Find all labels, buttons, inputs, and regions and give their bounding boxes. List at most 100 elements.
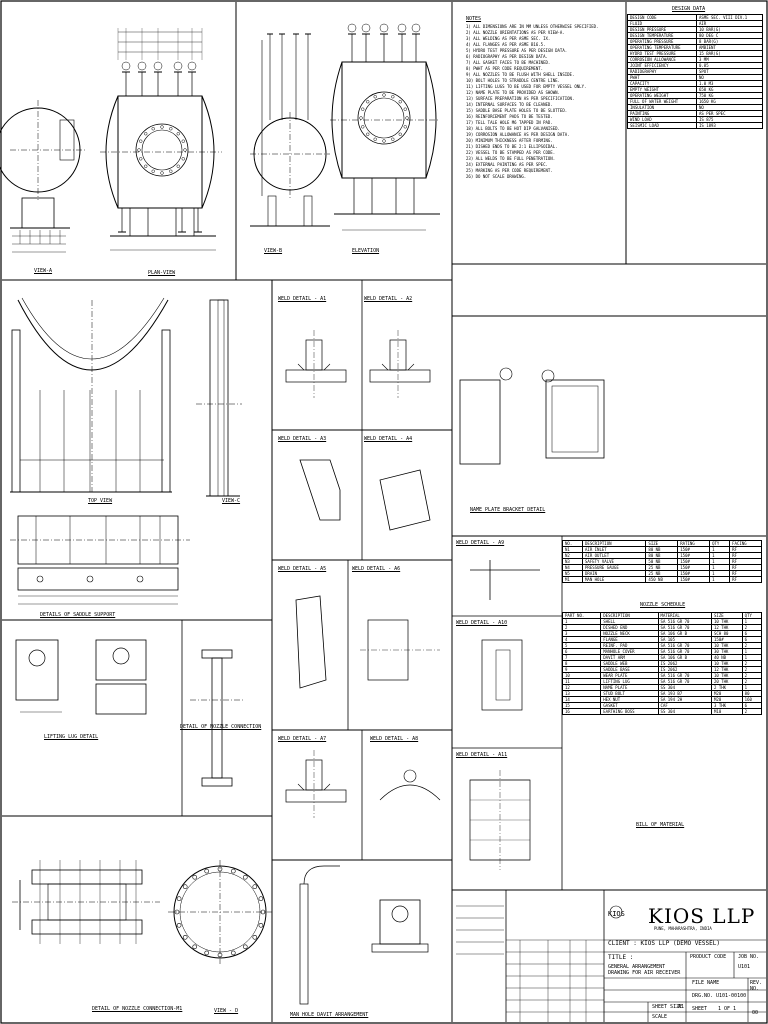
nozzle-schedule-title: NOZZLE SCHEDULE: [640, 602, 686, 608]
bolt-hole: [182, 934, 188, 940]
saddle-curve-inner: [21, 297, 165, 360]
anchor-hole: [86, 575, 94, 583]
nozzle-tag: [411, 23, 421, 33]
table-cell: 450 NB: [645, 576, 679, 583]
note-item: 15) SADDLE BASE PLATE HOLES TO BE SLOTTE…: [466, 108, 568, 113]
weld-reinforcement: [481, 639, 523, 711]
company-logo: KIOS LLP: [648, 904, 756, 928]
rev-label: REV. NO.: [750, 980, 763, 992]
caption-plan-top: PLAN-VIEW: [148, 270, 176, 276]
bolt-hole: [160, 125, 164, 129]
caption-weld-a2: WELD DETAIL - A2: [364, 296, 413, 302]
note-item: 13) SURFACE PREPARATION AS PER SPECIFICA…: [466, 96, 575, 101]
lug-hole: [28, 649, 46, 667]
drg-no: U101-00100: [716, 993, 747, 999]
caption-nozzle-conn: DETAIL OF NOZZLE CONNECTION: [180, 724, 262, 730]
dished-end-left: [105, 95, 119, 209]
table-cell: M10: [711, 708, 743, 715]
bolt-hole: [139, 157, 143, 161]
job-no: U101: [738, 964, 751, 970]
rev-number: 00: [752, 1010, 759, 1016]
saddle-curve-outer: [17, 299, 169, 371]
bolt-hole: [405, 116, 409, 120]
nozzle-tag: [361, 23, 371, 33]
weld-nozzle: [305, 759, 323, 791]
bolt-hole: [398, 100, 402, 104]
bolt-hole: [258, 896, 264, 902]
davit-pipe: [299, 883, 309, 1005]
bolt-hole: [176, 896, 182, 902]
callout-bubble: [541, 369, 555, 383]
saddle-left: [267, 195, 277, 227]
bolt-hole: [181, 157, 185, 161]
davit-base: [371, 943, 429, 953]
caption-view-a: VIEW-A: [34, 268, 53, 274]
bolt-hole: [382, 93, 386, 97]
manhole-flange-top: [31, 869, 143, 885]
bolt-hole: [230, 950, 236, 956]
caption-elevation: ELEVATION: [352, 248, 380, 254]
caption-view-b: VIEW-B: [264, 248, 283, 254]
lug-section: [95, 683, 147, 715]
weld-tag: [403, 769, 417, 783]
lifting-lug: [15, 639, 59, 701]
table-cell: IS 1893: [695, 122, 764, 129]
bolt-hole: [181, 139, 185, 143]
nozzle-tag: [397, 23, 407, 33]
name-plate-front: [545, 379, 605, 459]
bolt-hole: [403, 107, 407, 111]
bom-title: BILL OF MATERIAL: [636, 822, 685, 828]
bolt-hole: [252, 884, 258, 890]
caption-view-d: VIEW - D: [214, 1008, 239, 1014]
bolt-hole: [183, 148, 187, 152]
drawing-title: GENERAL ARRANGEMENT DRAWING FOR AIR RECE…: [608, 964, 681, 976]
note-item: 1) ALL DIMENSIONS ARE IN MM UNLESS OTHER…: [466, 24, 599, 29]
caption-weld-a3: WELD DETAIL - A3: [278, 436, 327, 442]
note-item: 10) BOLT HOLES TO STRADDLE CENTRE LINE.: [466, 78, 560, 83]
bolt-hole: [258, 922, 264, 928]
note-item: 23) ALL WELDS TO BE FULL PENETRATION.: [466, 156, 556, 161]
bolt-hole: [204, 868, 210, 874]
caption-manhole-davit: MAN HOLE DAVIT ARRANGEMENT: [290, 1012, 369, 1018]
lug-hole: [112, 647, 130, 665]
bolt-hole: [391, 137, 395, 141]
lug-plan: [95, 639, 147, 681]
note-item: 26) DO NOT SCALE DRAWING.: [466, 174, 527, 179]
bolt-hole: [169, 169, 173, 173]
bolt-hole: [137, 148, 141, 152]
bolt-hole: [366, 100, 370, 104]
bolt-hole: [391, 95, 395, 99]
nozzle-tag: [379, 23, 389, 33]
sheet-size: A1: [678, 1004, 685, 1010]
bolt-hole: [242, 944, 248, 950]
caption-weld-a7: WELD DETAIL - A7: [278, 736, 327, 742]
bolt-hole: [398, 132, 402, 136]
table-cell: 2: [741, 708, 763, 715]
nozzle-tag: [187, 61, 197, 71]
bolt-hole: [403, 125, 407, 129]
note-item: 11) LIFTING LUGS TO BE USED FOR EMPTY VE…: [466, 84, 587, 89]
nozzle-flange-top: [201, 649, 233, 659]
title-label: TITLE :: [608, 954, 634, 961]
bolt-hole: [176, 164, 180, 168]
table-cell: RF: [729, 576, 762, 583]
weld-plate: [285, 369, 347, 383]
caption-weld-a10: WELD DETAIL - A10: [456, 620, 508, 626]
table-cell: SS 304: [657, 708, 713, 715]
manhole-flange: [135, 123, 189, 177]
bolt-hole: [204, 950, 210, 956]
nozzle-tag: [121, 61, 131, 71]
note-item: 5) HYDRO TEST PRESSURE AS PER DESIGN DAT…: [466, 48, 568, 53]
sheet-label: SHEET: [692, 1006, 708, 1012]
caption-top-view: TOP VIEW: [88, 498, 113, 504]
manhole-flange: [357, 91, 411, 145]
weld-neck: [495, 649, 511, 701]
weld-bead: [297, 363, 331, 371]
